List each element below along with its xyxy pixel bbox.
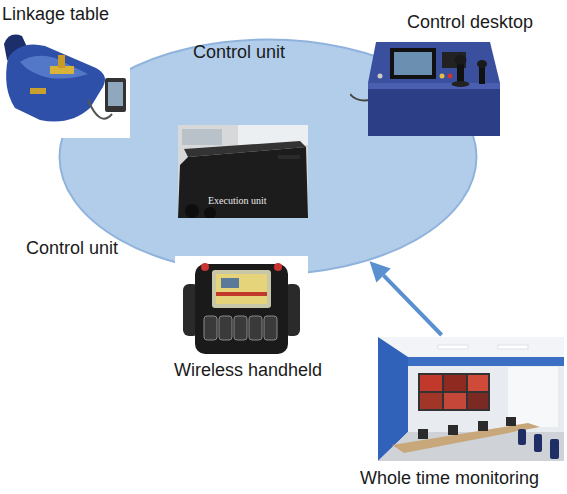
linkage-table-box: Linkage table [0, 0, 135, 140]
arrow-line [384, 275, 442, 335]
control-desktop-image [350, 38, 502, 138]
flow-arrow [370, 261, 442, 335]
node-label: Linkage table [2, 4, 109, 24]
node-label: Control unit [193, 42, 285, 62]
control-desktop-box: Control desktop [345, 8, 555, 138]
node-label: Control unit [26, 238, 118, 258]
node-label: Control desktop [407, 12, 533, 32]
linkage-table-image [0, 28, 130, 138]
wireless-handheld-image [175, 256, 308, 360]
execution-unit-box: Execution unit [178, 125, 308, 218]
wireless-handheld-box: Wireless handheld [172, 256, 342, 382]
arrow-head [370, 261, 391, 282]
monitoring-room-image [378, 337, 564, 461]
node-label: Execution unit [208, 195, 267, 207]
node-label: Wireless handheld [174, 360, 322, 380]
monitoring-box: Whole time monitoring [358, 335, 567, 491]
node-label: Whole time monitoring [360, 468, 539, 488]
